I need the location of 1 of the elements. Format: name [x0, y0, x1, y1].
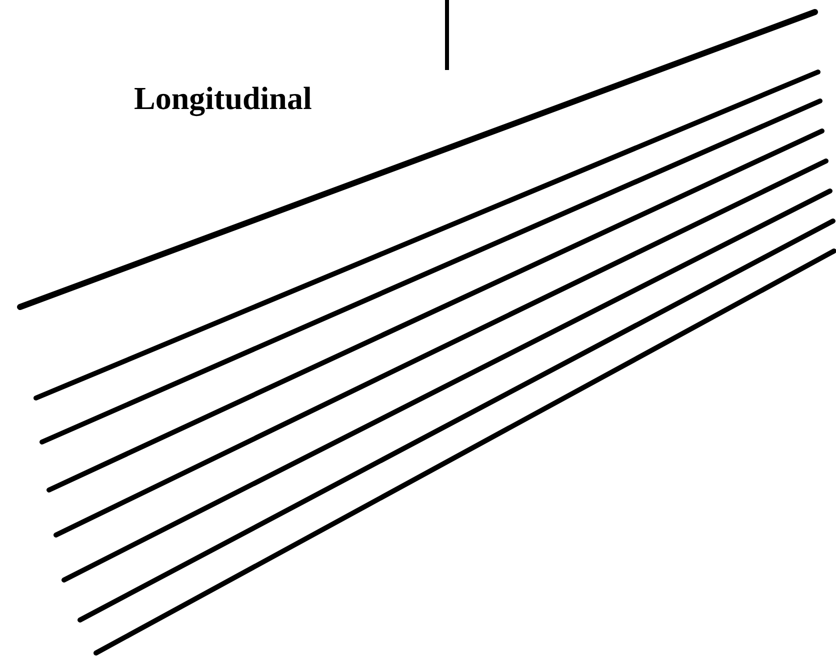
- direction-label: Longitudinal: [134, 80, 312, 117]
